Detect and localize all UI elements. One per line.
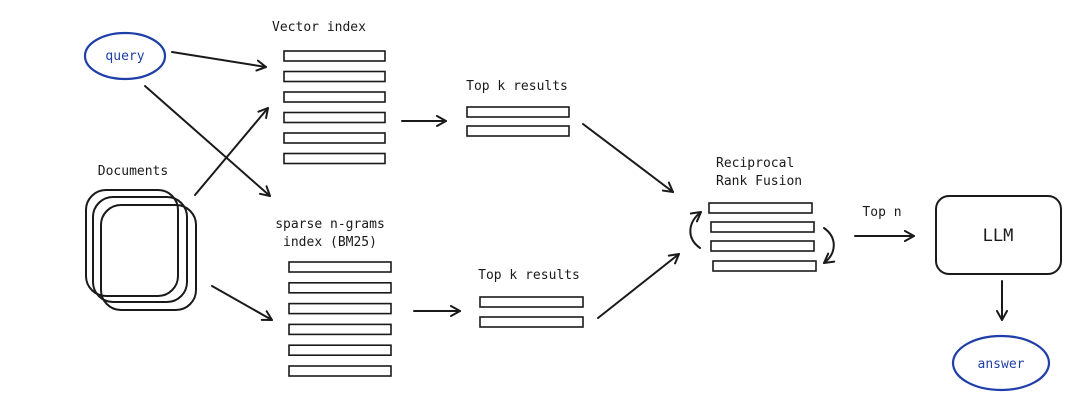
- arrow-documents-to-sparse: [211, 285, 273, 321]
- vector-index-row: [283, 70, 386, 83]
- sparse-index-row: [288, 302, 392, 315]
- llm-label: LLM: [983, 226, 1014, 246]
- top-k-upper-node: Top k results: [466, 79, 570, 137]
- vector-index-label: Vector index: [272, 20, 366, 35]
- rrf-label-line1: Reciprocal: [716, 156, 794, 171]
- rrf-row: [708, 202, 813, 214]
- sparse-index-label-line2: index (BM25): [283, 235, 377, 250]
- top-k-lower-row: [479, 296, 584, 308]
- rrf-row: [710, 240, 815, 252]
- query-node: query: [83, 31, 167, 81]
- rrf-label-line2: Rank Fusion: [716, 174, 802, 189]
- sparse-index-row: [288, 323, 392, 336]
- answer-node: answer: [951, 334, 1051, 392]
- vector-index-row: [283, 111, 386, 124]
- documents-label: Documents: [98, 164, 168, 179]
- rrf-row: [712, 260, 817, 272]
- answer-ellipse: [951, 334, 1051, 392]
- top-k-upper-row: [466, 125, 570, 137]
- top-k-upper-row: [466, 106, 570, 118]
- sparse-index-row: [288, 261, 392, 273]
- rrf-rerank-arrow-right: [823, 227, 836, 264]
- document-page-2: [92, 196, 188, 303]
- vector-index-row: [283, 152, 386, 165]
- llm-box: [935, 195, 1062, 275]
- top-k-lower-label: Top k results: [478, 268, 580, 283]
- vector-index-rows: [283, 50, 386, 165]
- document-page-1: [85, 189, 179, 297]
- top-k-lower-node: Top k results: [478, 268, 584, 328]
- connectors: [144, 51, 1008, 321]
- query-label: query: [105, 49, 144, 64]
- vector-index-row: [283, 132, 386, 144]
- sparse-index-row: [288, 281, 392, 294]
- sparse-index-row: [288, 344, 392, 357]
- answer-label: answer: [978, 357, 1025, 372]
- rrf-rerank-arrow-left: [689, 211, 702, 249]
- arrow-topk-lower-to-rrf: [597, 253, 680, 319]
- rrf-row: [710, 221, 815, 233]
- llm-node: LLM: [935, 195, 1062, 275]
- document-page-3: [100, 204, 197, 311]
- sparse-index-label-line1: sparse n-grams: [275, 217, 385, 232]
- arrow-query-to-sparse: [144, 85, 271, 197]
- query-ellipse: [83, 31, 167, 81]
- top-n-label: Top n: [862, 205, 901, 220]
- sparse-index-row: [288, 365, 392, 377]
- arrow-query-to-vector: [171, 51, 267, 72]
- rrf-node: Reciprocal Rank Fusion: [689, 156, 836, 272]
- vector-index-row: [283, 91, 386, 103]
- top-k-upper-label: Top k results: [466, 79, 568, 94]
- sparse-index-node: sparse n-grams index (BM25): [275, 217, 392, 377]
- top-k-lower-row: [479, 316, 584, 328]
- vector-index-node: Vector index: [272, 20, 386, 165]
- documents-node: Documents: [85, 164, 197, 311]
- sparse-index-rows: [288, 261, 392, 377]
- vector-index-row: [283, 50, 386, 62]
- arrow-topk-upper-to-rrf: [582, 123, 674, 193]
- arrow-documents-to-vector: [194, 107, 269, 196]
